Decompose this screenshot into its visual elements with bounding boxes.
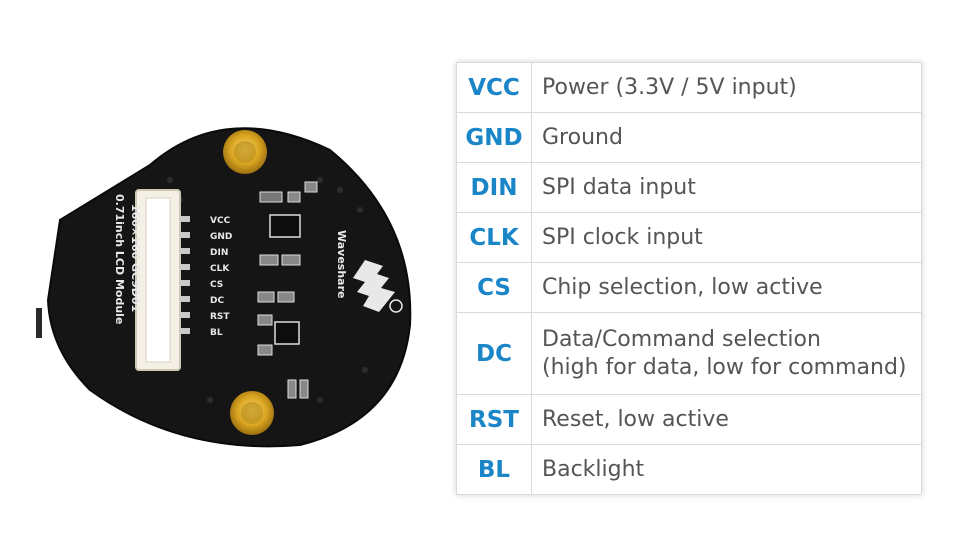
- silk-pin-rst: RST: [210, 312, 230, 322]
- pcb-body: [46, 127, 412, 448]
- pin-label: GND: [456, 112, 532, 163]
- pin-description: Power (3.3V / 5V input): [531, 62, 922, 113]
- pin-label: DC: [456, 312, 532, 395]
- pin-description: SPI data input: [531, 162, 922, 213]
- pin-label: DIN: [456, 162, 532, 213]
- table-row: CS Chip selection, low active: [456, 262, 922, 313]
- pin-description: Reset, low active: [531, 394, 922, 445]
- pin-label: CLK: [456, 212, 532, 263]
- pin-description: Chip selection, low active: [531, 262, 922, 313]
- pin-label: RST: [456, 394, 532, 445]
- waveshare-logo-icon: [353, 260, 395, 312]
- table-row: VCC Power (3.3V / 5V input): [456, 62, 922, 113]
- smd-components: [257, 181, 318, 399]
- pin-label: VCC: [456, 62, 532, 113]
- silk-pin-dc: DC: [210, 296, 224, 306]
- table-row: BL Backlight: [456, 444, 922, 495]
- silk-pin-din: DIN: [210, 248, 228, 258]
- pin-description: Backlight: [531, 444, 922, 495]
- table-row: DC Data/Command selection (high for data…: [456, 312, 922, 395]
- silk-brand: Waveshare: [335, 230, 348, 298]
- table-row: DIN SPI data input: [456, 162, 922, 213]
- pin-description: Data/Command selection (high for data, l…: [531, 312, 922, 395]
- silk-module-title: 0.71inch LCD Module: [113, 194, 126, 324]
- table-row: GND Ground: [456, 112, 922, 163]
- pin-description: Ground: [531, 112, 922, 163]
- silk-pin-bl: BL: [210, 328, 223, 338]
- pin-label: CS: [456, 262, 532, 313]
- silk-module-spec: 160×160 GC9D01: [129, 204, 142, 312]
- silk-pin-clk: CLK: [210, 264, 230, 274]
- lcd-module-photo: VCC GND DIN CLK CS DC RST BL 0.71inch LC…: [20, 70, 440, 490]
- board-edge: [36, 308, 42, 338]
- silk-pin-gnd: GND: [210, 232, 232, 242]
- pin-description: SPI clock input: [531, 212, 922, 263]
- table-row: RST Reset, low active: [456, 394, 922, 445]
- silk-pin-cs: CS: [210, 280, 223, 290]
- silk-pin-vcc: VCC: [210, 216, 231, 226]
- connector-pins: [180, 216, 190, 334]
- pin-label: BL: [456, 444, 532, 495]
- pin-description-table: VCC Power (3.3V / 5V input) GND Ground D…: [456, 62, 922, 495]
- table-row: CLK SPI clock input: [456, 212, 922, 263]
- pcb-board-illustration: VCC GND DIN CLK CS DC RST BL 0.71inch LC…: [36, 127, 412, 448]
